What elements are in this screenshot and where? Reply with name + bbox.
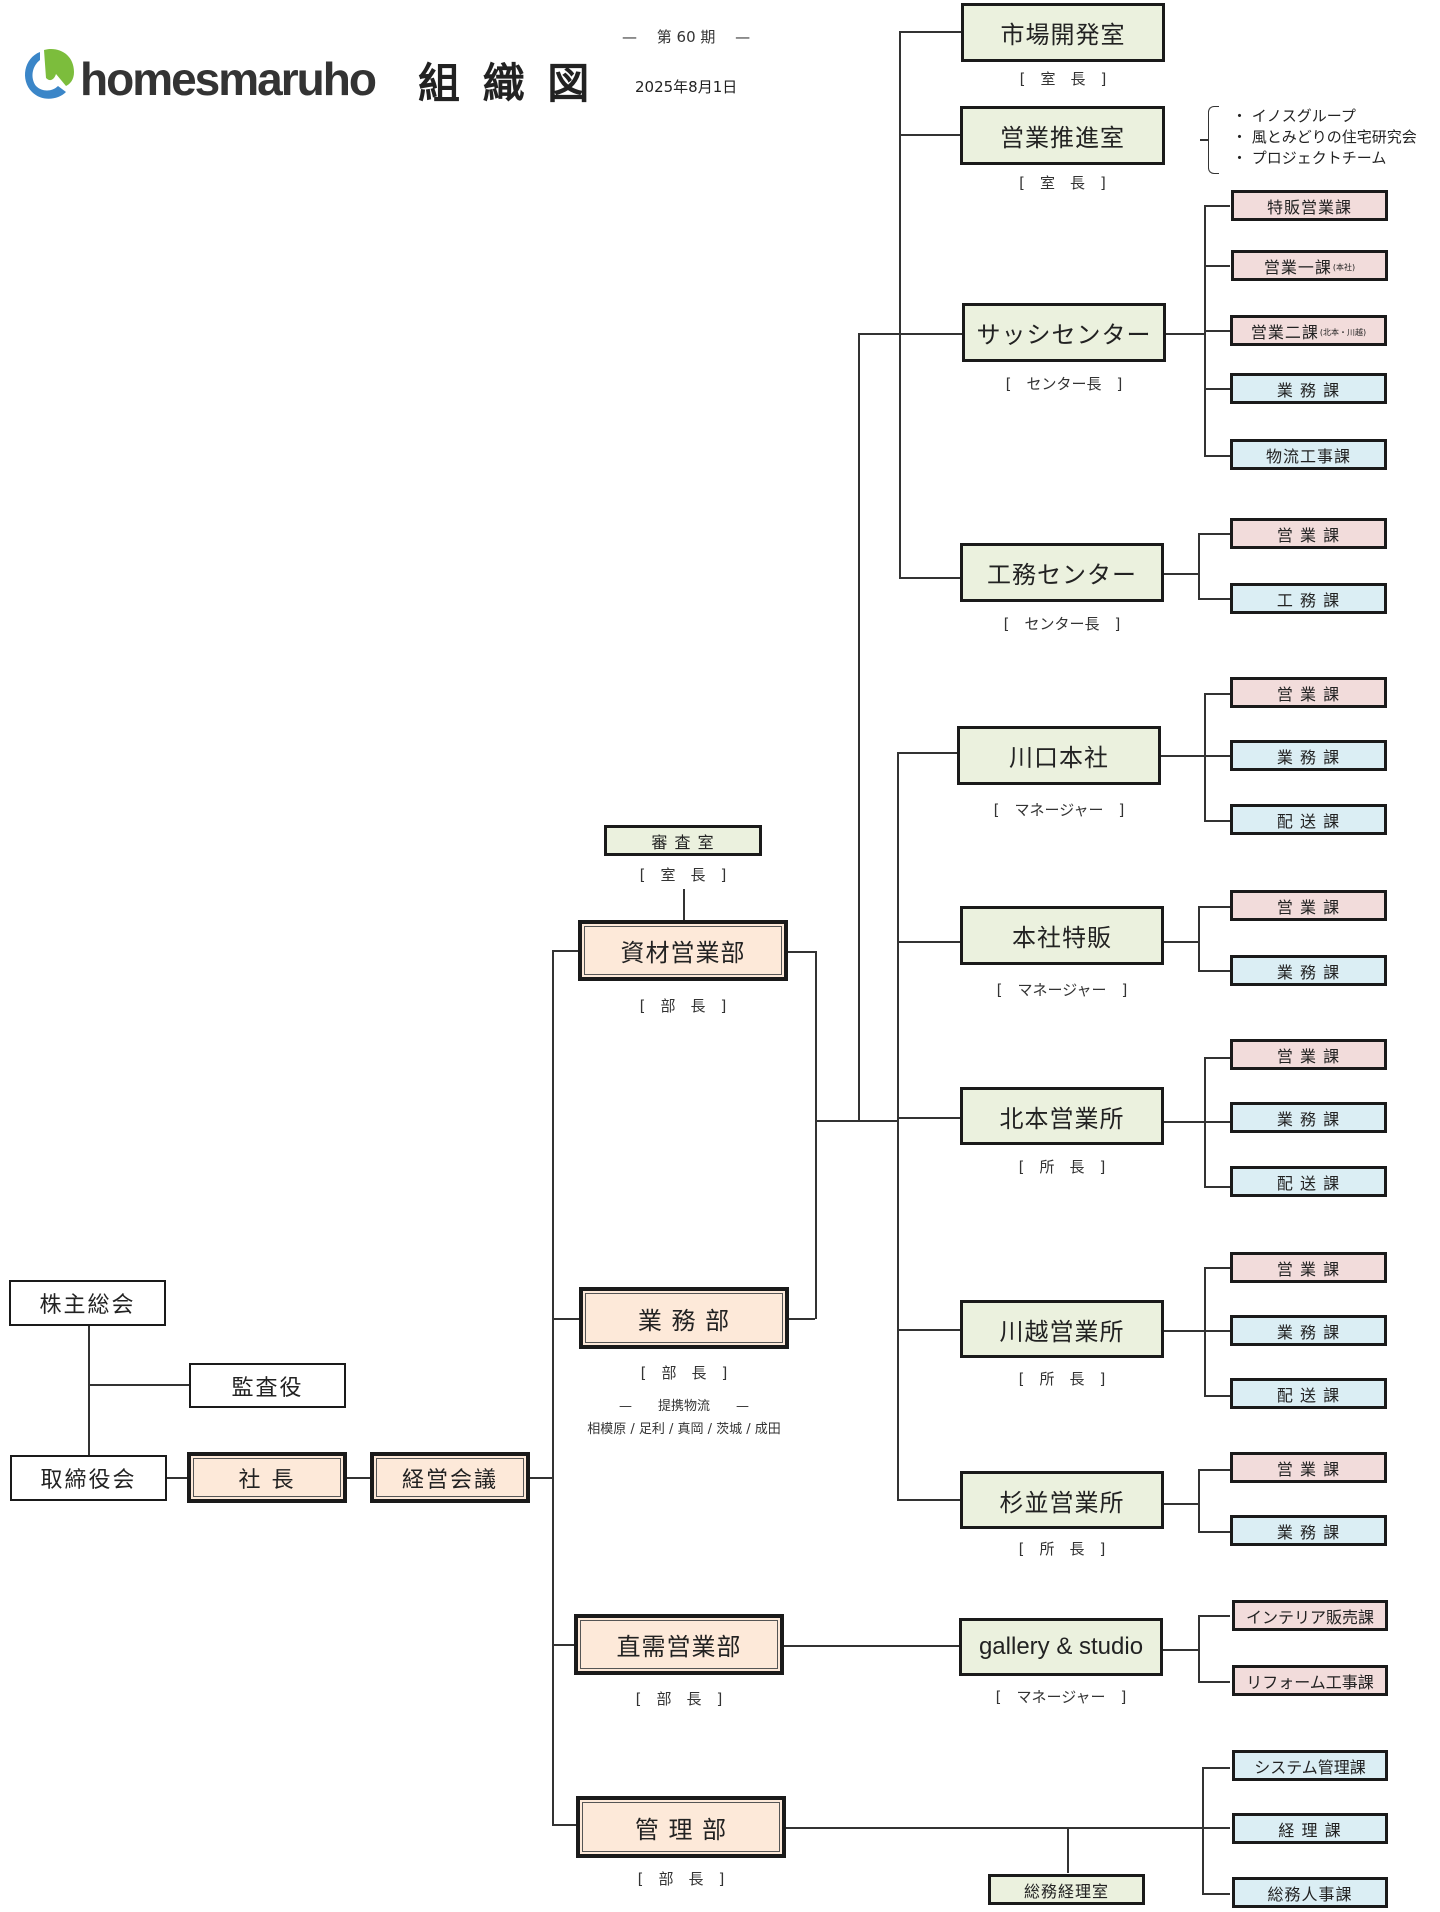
section-sublabel: (北本・川越) (1319, 328, 1367, 337)
sash-center-box[interactable]: サッシセンター (962, 303, 1166, 362)
audit-office-role: [ 室 長 ] (639, 866, 727, 884)
business-section[interactable]: 業 務 課 (1230, 1102, 1387, 1133)
accounting-section[interactable]: 経 理 課 (1232, 1813, 1388, 1844)
business-section[interactable]: 業 務 課 (1230, 1315, 1387, 1346)
promo-group-item: ・ プロジェクトチーム (1232, 149, 1387, 167)
reform-works-section[interactable]: リフォーム工事課 (1232, 1665, 1388, 1696)
kitamoto-office-box[interactable]: 北本営業所 (960, 1087, 1164, 1145)
promo-group-item: ・ イノスグループ (1232, 107, 1356, 125)
hq-special-sales-role: [ マネージャー ] (996, 981, 1128, 999)
sales-section[interactable]: 営 業 課 (1230, 518, 1387, 549)
operations-dept-role: [ 部 長 ] (640, 1364, 728, 1382)
business-section[interactable]: 業 務 課 (1230, 373, 1387, 404)
logistics-works-section[interactable]: 物流工事課 (1230, 439, 1387, 470)
group-brace (1208, 106, 1219, 174)
logistics-partner-list: 相模原 / 足利 / 真岡 / 茨城 / 成田 (587, 1422, 781, 1437)
direct-sales-dept-box[interactable]: 直需営業部 (574, 1614, 784, 1675)
gallery-studio-box[interactable]: gallery & studio (959, 1618, 1163, 1676)
business-section[interactable]: 業 務 課 (1230, 1515, 1387, 1546)
logistics-partner-title: — 提携物流 — (618, 1399, 749, 1414)
section-label: 営業二課 (1250, 322, 1319, 342)
sales-promo-office-box[interactable]: 営業推進室 (960, 106, 1165, 165)
shareholders-meeting-box[interactable]: 株主総会 (9, 1280, 166, 1326)
sales-section-2[interactable]: 営業二課(北本・川越) (1230, 315, 1387, 346)
suginami-office-role: [ 所 長 ] (1018, 1540, 1106, 1558)
logo-mark-icon (25, 48, 74, 99)
kawaguchi-hq-role: [ マネージャー ] (993, 801, 1125, 819)
date-label: 2025年8月1日 (635, 78, 738, 96)
kawaguchi-hq-box[interactable]: 川口本社 (957, 726, 1161, 785)
suginami-office-box[interactable]: 杉並営業所 (960, 1471, 1164, 1529)
admin-dept-box[interactable]: 管 理 部 (576, 1796, 786, 1858)
operations-dept-box[interactable]: 業 務 部 (579, 1287, 789, 1349)
market-dev-office-box[interactable]: 市場開発室 (961, 3, 1165, 62)
hq-special-sales-box[interactable]: 本社特販 (960, 906, 1164, 965)
board-box[interactable]: 取締役会 (10, 1455, 167, 1501)
delivery-section[interactable]: 配 送 課 (1230, 804, 1387, 835)
section-label: 営業一課 (1263, 257, 1332, 277)
promo-groups: ・ イノスグループ ・ 風とみどりの住宅研究会 ・ プロジェクトチーム (1232, 106, 1417, 169)
president-box[interactable]: 社 長 (187, 1452, 347, 1503)
page-title: 組 織 図 (418, 59, 594, 108)
auditor-box[interactable]: 監査役 (189, 1363, 346, 1408)
kawagoe-office-box[interactable]: 川越営業所 (960, 1300, 1164, 1358)
interior-sales-section[interactable]: インテリア販売課 (1232, 1600, 1388, 1631)
admin-dept-role: [ 部 長 ] (637, 1870, 725, 1888)
delivery-section[interactable]: 配 送 課 (1230, 1166, 1387, 1197)
sales-section-1[interactable]: 営業一課(本社) (1231, 250, 1388, 281)
section-sublabel: (本社) (1332, 263, 1356, 272)
materials-sales-dept-box[interactable]: 資材営業部 (578, 920, 788, 981)
kawagoe-office-role: [ 所 長 ] (1018, 1370, 1106, 1388)
section-label: 特販営業課 (1266, 197, 1352, 217)
materials-sales-dept-role: [ 部 長 ] (639, 997, 727, 1015)
construction-section[interactable]: 工 務 課 (1230, 583, 1387, 614)
delivery-section[interactable]: 配 送 課 (1230, 1378, 1387, 1409)
direct-sales-dept-role: [ 部 長 ] (635, 1690, 723, 1708)
promo-group-item: ・ 風とみどりの住宅研究会 (1232, 128, 1417, 146)
sales-section[interactable]: 営 業 課 (1230, 890, 1387, 921)
construction-center-role: [ センター長 ] (1003, 615, 1121, 633)
brand-name: homesmaruho (80, 53, 377, 105)
audit-office-box[interactable]: 審 査 室 (604, 825, 762, 856)
construction-center-box[interactable]: 工務センター (960, 543, 1164, 602)
general-hr-section[interactable]: 総務人事課 (1232, 1877, 1388, 1908)
sales-section[interactable]: 営 業 課 (1230, 1452, 1387, 1483)
sash-center-role: [ センター長 ] (1005, 375, 1123, 393)
system-admin-section[interactable]: システム管理課 (1232, 1750, 1388, 1781)
business-section[interactable]: 業 務 課 (1230, 955, 1387, 986)
business-section[interactable]: 業 務 課 (1230, 740, 1387, 771)
market-dev-office-role: [ 室 長 ] (1019, 70, 1107, 88)
gallery-studio-role: [ マネージャー ] (995, 1688, 1127, 1706)
sales-section[interactable]: 営 業 課 (1230, 1252, 1387, 1283)
general-accounting-office-box[interactable]: 総務経理室 (988, 1874, 1145, 1905)
sales-section[interactable]: 営 業 課 (1230, 1039, 1387, 1070)
logo (18, 46, 78, 102)
term-label: — 第 60 期 — (622, 28, 751, 46)
management-meeting-box[interactable]: 経営会議 (370, 1452, 530, 1503)
special-sales-section[interactable]: 特販営業課 (1231, 190, 1388, 221)
sales-promo-office-role: [ 室 長 ] (1019, 174, 1106, 192)
sales-section[interactable]: 営 業 課 (1230, 677, 1387, 708)
kitamoto-office-role: [ 所 長 ] (1018, 1158, 1106, 1176)
